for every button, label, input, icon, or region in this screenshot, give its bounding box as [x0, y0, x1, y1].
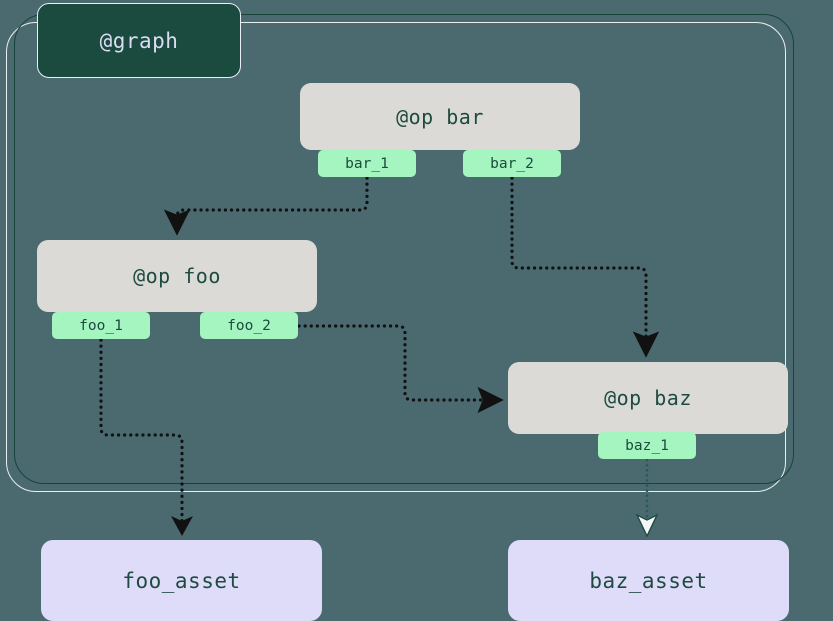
- op-output-pill-foo-1[interactable]: foo_1: [52, 312, 150, 339]
- asset-node-foo-asset[interactable]: foo_asset: [41, 540, 322, 621]
- op-output-label-bar-1: bar_1: [345, 155, 389, 172]
- edge-bar1-to-foo: [163, 176, 369, 236]
- op-title-baz: @op baz: [604, 386, 692, 410]
- op-title-foo: @op foo: [133, 264, 221, 288]
- asset-label-foo-asset: foo_asset: [122, 568, 241, 593]
- op-node-bar[interactable]: @op bar: [300, 83, 580, 150]
- edge-foo2-to-baz: [297, 324, 504, 414]
- graph-label[interactable]: @graph: [37, 3, 241, 78]
- op-output-label-bar-2: bar_2: [490, 155, 534, 172]
- op-node-foo[interactable]: @op foo: [37, 240, 317, 312]
- op-title-bar: @op bar: [396, 104, 484, 129]
- edge-foo1-to-fooasset: [99, 338, 184, 523]
- op-output-label-foo-1: foo_1: [79, 317, 123, 334]
- graph-label-text: @graph: [99, 28, 179, 53]
- op-output-pill-foo-2[interactable]: foo_2: [200, 312, 298, 339]
- op-output-label-baz-1: baz_1: [625, 437, 669, 454]
- op-output-pill-baz-1[interactable]: baz_1: [598, 432, 696, 459]
- arrowhead-baz-asset: [635, 513, 659, 538]
- op-node-baz[interactable]: @op baz: [508, 362, 788, 434]
- op-output-pill-bar-2[interactable]: bar_2: [463, 150, 561, 177]
- asset-node-baz-asset[interactable]: baz_asset: [508, 540, 789, 621]
- op-output-pill-bar-1[interactable]: bar_1: [318, 150, 416, 177]
- op-output-label-foo-2: foo_2: [227, 317, 271, 334]
- arrowhead-foo-asset: [171, 516, 193, 536]
- asset-label-baz-asset: baz_asset: [589, 568, 708, 593]
- edge-bar2-to-baz: [510, 176, 660, 358]
